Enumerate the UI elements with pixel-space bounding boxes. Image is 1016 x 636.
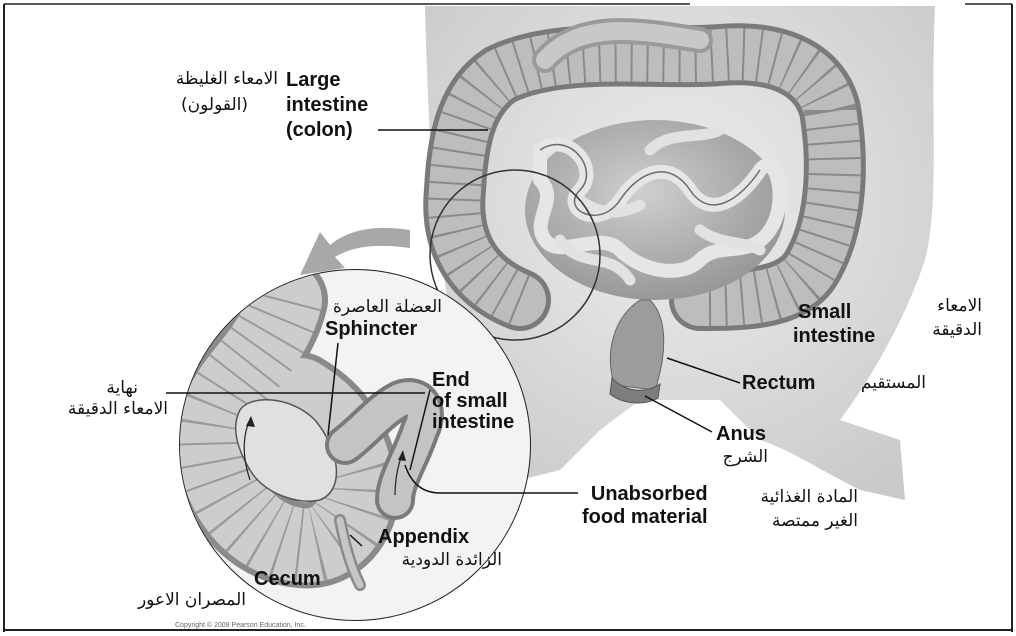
label-line: Small	[793, 300, 875, 324]
arabic-sphincter: العضلة العاصرة	[312, 297, 442, 317]
arabic-appendix: الزائدة الدودية	[360, 550, 502, 570]
arabic-unabsorbed: المادة الغذائية الغير ممتصة	[732, 485, 858, 533]
label-end-small-intestine: End of small intestine	[432, 370, 514, 433]
arabic-end-small-intestine: نهاية الامعاء الدقيقة	[18, 378, 168, 420]
arabic-line: المادة الغذائية	[732, 485, 858, 509]
label-small-intestine: Small intestine	[793, 300, 875, 348]
arabic-line: الامعاء الغليظة	[132, 66, 278, 92]
label-line: End	[432, 370, 514, 391]
arabic-line: الغير ممتصة	[732, 509, 858, 533]
label-line: Large	[286, 68, 368, 93]
arabic-line: الامعاء الدقيقة	[18, 399, 168, 420]
arabic-large-intestine: الامعاء الغليظة (القولون)	[132, 66, 278, 118]
arabic-line: نهاية	[18, 378, 168, 399]
label-anus: Anus	[716, 423, 766, 445]
label-sphincter: Sphincter	[325, 318, 417, 340]
zoom-arrow	[300, 228, 410, 275]
arabic-rectum: المستقيم	[836, 373, 926, 393]
arabic-line: الدقيقة	[900, 318, 982, 342]
label-cecum: Cecum	[254, 568, 321, 590]
arabic-line: الامعاء	[900, 294, 982, 318]
arabic-line: (القولون)	[132, 92, 278, 118]
copyright: Copyright © 2009 Pearson Education, Inc.	[175, 621, 306, 629]
label-line: intestine	[432, 412, 514, 433]
label-line: food material	[582, 506, 708, 529]
label-appendix: Appendix	[378, 526, 469, 548]
label-line: of small	[432, 391, 514, 412]
label-rectum: Rectum	[742, 372, 815, 394]
label-line: Unabsorbed	[582, 483, 708, 506]
arabic-cecum: المصران الاعور	[104, 590, 246, 610]
arabic-anus: الشرج	[710, 447, 768, 467]
small-intestine-shape	[525, 120, 785, 300]
label-line: intestine	[286, 93, 368, 118]
label-large-intestine: Large intestine (colon)	[286, 68, 368, 143]
label-line: (colon)	[286, 118, 368, 143]
arabic-small-intestine: الامعاء الدقيقة	[900, 294, 982, 342]
label-unabsorbed: Unabsorbed food material	[582, 483, 708, 529]
label-line: intestine	[793, 324, 875, 348]
